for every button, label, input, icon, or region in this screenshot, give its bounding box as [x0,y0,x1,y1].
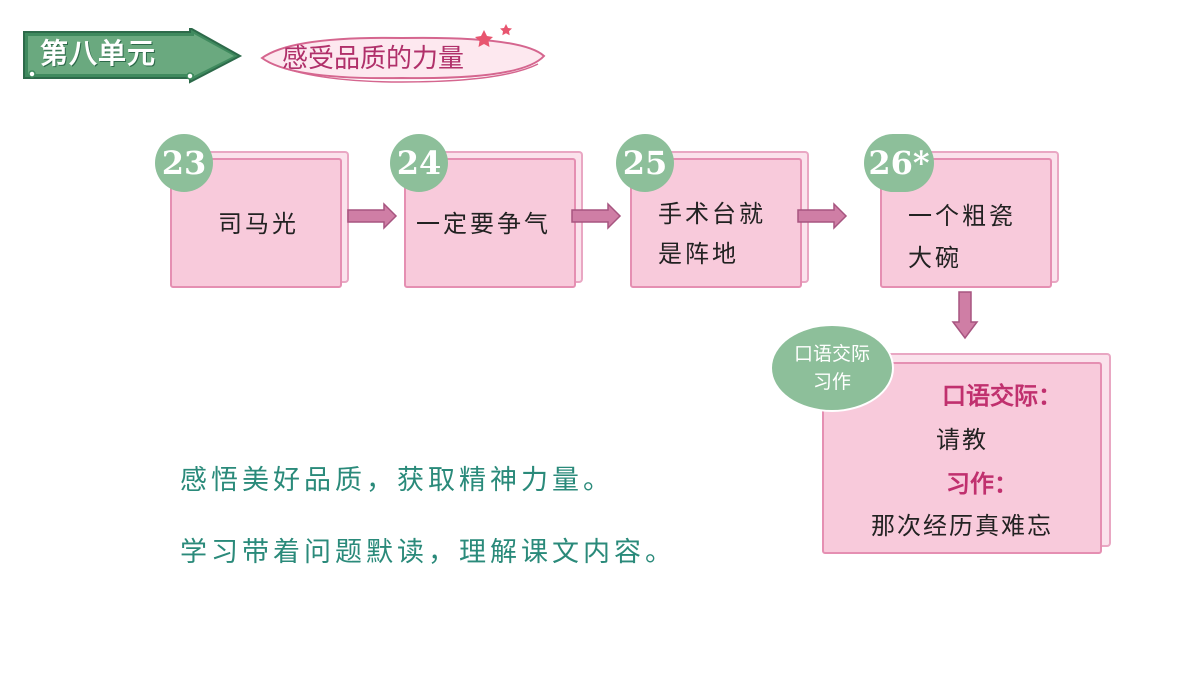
theme-title: 感受品质的力量 [282,44,465,74]
oral-writing-badge: 口语交际 习作 [770,324,894,412]
arrow-right-icon [797,202,848,230]
arrow-down-icon [951,291,979,340]
unit-tag [22,28,243,84]
lesson-number-badge: 23 [155,134,213,192]
writing-label: 习作： [946,469,1018,498]
lesson-number-badge: 24 [390,134,448,192]
lesson-title: 一定要争气 [416,210,551,238]
writing-topic: 那次经历真难忘 [871,512,1053,540]
star-icon [500,24,512,36]
lesson-number-badge: 26* [864,134,934,192]
lesson-number-badge: 25 [616,134,674,192]
oral-label: 口语交际： [942,381,1062,410]
lesson-title-line-1: 一个粗瓷 [908,202,1016,230]
lesson-title: 司马光 [218,210,299,238]
oral-badge-line-2: 习作 [812,371,851,393]
lesson-title-line-2: 大碗 [908,244,962,272]
oral-topic: 请教 [936,426,988,454]
lesson-title-line-1: 手术台就 [658,200,766,228]
lesson-title-line-2: 是阵地 [658,240,739,268]
arrow-right-icon [571,202,622,230]
oral-badge-line-1: 口语交际 [793,343,870,365]
learning-goal-1: 感悟美好品质，获取精神力量。 [180,465,614,496]
unit-title: 第八单元 [40,37,157,70]
unit-arrow-shape [23,28,243,84]
arrow-right-icon [347,202,398,230]
learning-goal-2: 学习带着问题默读，理解课文内容。 [180,537,676,568]
theme-banner-shape [260,24,546,83]
star-icon [475,30,493,47]
